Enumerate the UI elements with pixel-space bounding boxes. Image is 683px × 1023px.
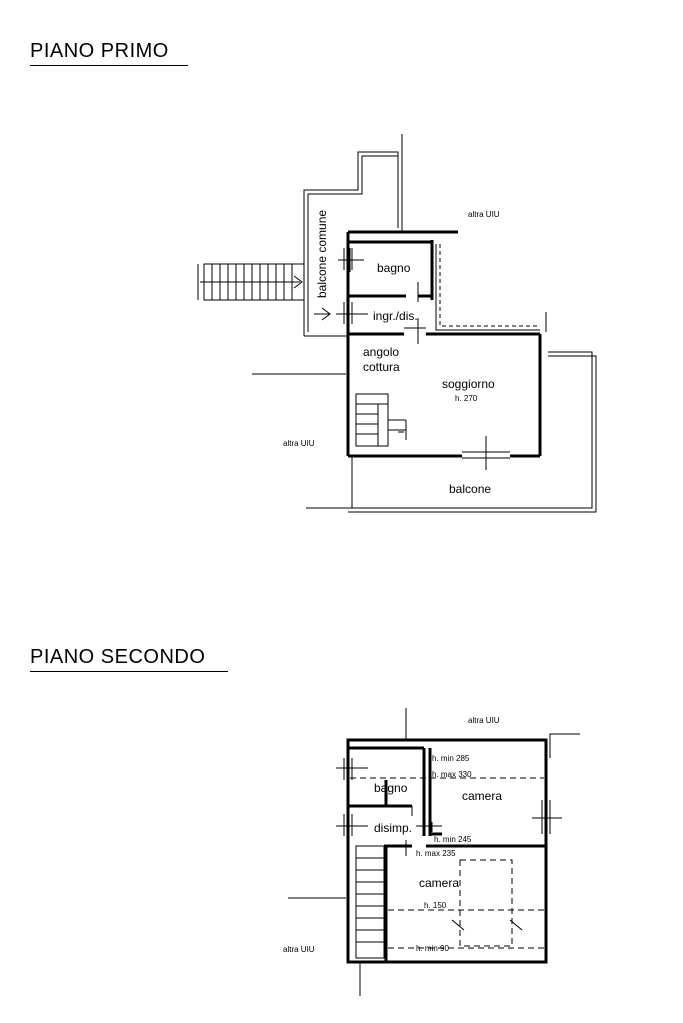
label-camera-1: camera xyxy=(462,789,502,803)
label-balcone-comune: balcone comune xyxy=(315,210,329,298)
floor2-plan: altra UIU altra UIU bagno camera disimp.… xyxy=(283,708,580,996)
label-cottura: cottura xyxy=(363,360,400,374)
floor1-plan: balcone comune bagno ingr./dis. angolo c… xyxy=(197,134,597,513)
height-lines xyxy=(350,777,544,949)
entrance-arrow-icon xyxy=(314,307,331,321)
floor1-walls xyxy=(336,230,547,470)
balcone-comune-outline xyxy=(303,134,403,337)
label-h-max-330: h. max 330 xyxy=(432,770,472,779)
label-h-min-245: h. min 245 xyxy=(434,835,472,844)
label-balcone: balcone xyxy=(449,482,491,496)
label-altra-uiu-left: altra UIU xyxy=(283,945,315,954)
floor1-title: PIANO PRIMO xyxy=(30,40,188,66)
internal-stair xyxy=(355,393,407,447)
label-h-min-90: h. min 90 xyxy=(416,944,449,953)
label-camera-2: camera xyxy=(419,876,459,890)
label-altra-uiu-left: altra UIU xyxy=(283,439,315,448)
label-soggiorno: soggiorno xyxy=(442,377,495,391)
floor2-walls xyxy=(288,708,580,996)
balcone-outline xyxy=(252,351,597,513)
label-altra-uiu-top: altra UIU xyxy=(468,210,500,219)
external-stair xyxy=(197,263,305,301)
label-angolo: angolo xyxy=(363,345,399,359)
floor2-stair xyxy=(355,845,385,959)
label-altra-uiu-top: altra UIU xyxy=(468,716,500,725)
label-bagno: bagno xyxy=(374,781,408,795)
label-disimpegno: disimp. xyxy=(374,821,412,835)
label-h-max-235: h. max 235 xyxy=(416,849,456,858)
label-bagno: bagno xyxy=(377,261,411,275)
floor2-title: PIANO SECONDO xyxy=(30,646,228,672)
label-ingresso: ingr./dis. xyxy=(373,309,418,323)
label-h-min-285: h. min 285 xyxy=(432,754,470,763)
label-h-150: h. 150 xyxy=(424,901,447,910)
label-height: h. 270 xyxy=(455,394,478,403)
